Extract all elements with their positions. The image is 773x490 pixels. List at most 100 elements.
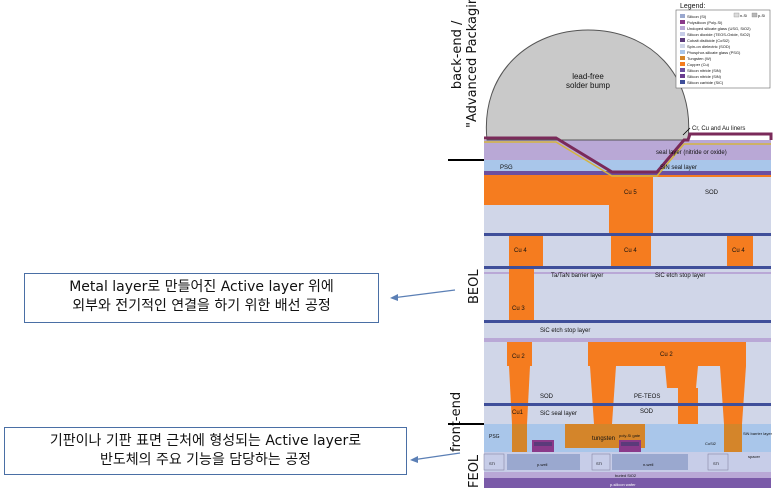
- sti-label-mid: STI: [596, 461, 602, 466]
- legend-swatch: [680, 20, 685, 24]
- cu3-label: Cu 3: [512, 306, 525, 312]
- contact-left: [512, 424, 527, 452]
- solder-bump-label-2: solder bump: [566, 81, 611, 90]
- legend-swatch: [680, 74, 685, 78]
- cu4-left-label: Cu 4: [514, 248, 527, 254]
- legend-label: Cobalt disilicide (CoSi2): [687, 38, 730, 43]
- psg-label: PSG: [500, 165, 513, 171]
- contact-right: [724, 424, 742, 452]
- pwell-region: [507, 454, 580, 470]
- spacer-label: spacer: [748, 454, 761, 459]
- cu2-left: [507, 342, 532, 366]
- cu3-sod: [534, 290, 771, 320]
- legend-swatch: [680, 56, 685, 60]
- cu2-left-label: Cu 2: [512, 354, 525, 360]
- beol-arrow-head: [390, 294, 398, 301]
- legend-label: Undoped silicate glass (USG, SiO2): [687, 26, 751, 31]
- cosi-label: CoSi2: [705, 441, 717, 446]
- legend-swatch: [680, 14, 685, 18]
- feol-arrow: [411, 452, 461, 461]
- beol-arrow: [391, 289, 456, 299]
- buried-label: buried SiO2: [615, 473, 637, 478]
- sic-line-1: [484, 233, 771, 236]
- cu2-right-via-b: [720, 366, 746, 424]
- pwell-label: p-well: [537, 462, 548, 467]
- psg-layer: [484, 160, 771, 172]
- beol-callout-line1: Metal layer로 만들어진 Active layer 위에: [69, 279, 334, 295]
- legend-swatch: [680, 44, 685, 48]
- legend-swatch: [680, 68, 685, 72]
- bump-liner-inner: [484, 141, 771, 177]
- tungsten-label: tungsten: [592, 436, 615, 442]
- sti-right: [707, 453, 729, 471]
- wafer: [484, 478, 771, 488]
- legend-nsi-swatch: [733, 12, 740, 18]
- liners-label: Cr, Cu and Au liners: [692, 126, 745, 132]
- legend-swatch: [680, 80, 685, 84]
- cu4-right-label: Cu 4: [732, 248, 745, 254]
- cu5-lower-left: [484, 205, 609, 233]
- legend-label: Tungsten (W): [687, 56, 712, 61]
- legend-swatch: [680, 62, 685, 66]
- legend-swatch: [680, 26, 685, 30]
- legend-title: Legend:: [680, 3, 705, 10]
- legend-label: Copper (Cu): [687, 62, 710, 67]
- solder-bump-label-1: lead-free: [572, 72, 604, 81]
- feol-callout: 기판이나 기판 표면 근처에 형성되는 Active layer로 반도체의 주…: [4, 427, 407, 475]
- legend-label: Silicon nitride (SiN): [687, 74, 722, 79]
- seal-layer-label: seal layer (nitride or oxide): [656, 150, 727, 156]
- psg-small-label: PSG: [489, 434, 500, 440]
- solder-bump: [485, 29, 690, 141]
- feol-callout-line2: 반도체의 주요 기능을 담당하는 공정: [100, 452, 311, 468]
- cu3-stem: [509, 269, 534, 320]
- cu4-right: [727, 236, 753, 266]
- sic-seal-label: SiC seal layer: [540, 411, 577, 417]
- sic-etch-label-1: SiC etch stop layer: [655, 273, 705, 279]
- substrate-label: p-silicon wafer: [610, 482, 636, 487]
- cu1-label: Cu1: [512, 410, 524, 416]
- sti-label-right: STI: [713, 461, 719, 466]
- cu2-right-label: Cu 2: [660, 352, 673, 358]
- tatan-label: Ta/TaN barrier layer: [551, 273, 603, 279]
- beol-callout-line2: 외부와 전기적인 연결을 하기 위한 배선 공정: [72, 298, 331, 314]
- cu4-mid-label: Cu 4: [624, 248, 637, 254]
- cu5-label: Cu 5: [624, 190, 637, 196]
- legend-swatch: [680, 50, 685, 54]
- feol-callout-line1: 기판이나 기판 표면 근처에 형성되는 Active layer로: [49, 433, 362, 449]
- cu5-stem: [609, 205, 653, 233]
- cu5-via: [609, 177, 653, 205]
- sic-line-4: [484, 320, 771, 323]
- legend: Legend: Silicon (Si)Polysilicon (Poly-Si…: [675, 3, 771, 89]
- legend-psi-swatch: [751, 12, 758, 18]
- sin-barrier-label: SiN barrier layer: [743, 431, 773, 436]
- cu2-right-via-a: [665, 366, 698, 388]
- sti-label-left: STI: [489, 461, 495, 466]
- sod-label-1: SOD: [705, 190, 719, 196]
- legend-label: Silicon dioxide (TEOS-Oxide, SiO2): [687, 32, 751, 37]
- legend-label: Spin-on dielectric (SOD): [687, 44, 731, 49]
- legend-nsi-label: n-Si: [740, 13, 747, 18]
- cu2-mid-via: [590, 366, 616, 424]
- buried-oxide: [484, 472, 771, 478]
- legend-label: Silicon (Si): [687, 14, 707, 19]
- poly-gate-label: poly-Si gate: [619, 433, 641, 438]
- legend-label: Silicon nitride (SiN): [687, 68, 722, 73]
- cu2-right: [588, 342, 746, 366]
- cu4-middle: [611, 236, 651, 266]
- sic-line-5: [484, 338, 771, 342]
- sin-seal-label: SiN seal layer: [660, 165, 697, 171]
- legend-psi-label: p-Si: [758, 13, 765, 18]
- pe-teos-label: PE-TEOS: [634, 394, 660, 400]
- sic-etch-label-2: SiC etch stop layer: [540, 328, 590, 334]
- legend-swatch: [680, 38, 685, 42]
- sti-left: [483, 453, 505, 471]
- legend-label: Phosphor-silicate glass (PSG): [687, 50, 741, 55]
- sti-middle: [591, 453, 611, 471]
- legend-box: [675, 9, 771, 89]
- bump-liner: [484, 132, 773, 174]
- feol-arrow-head: [410, 456, 418, 463]
- nwell-label: n-well: [643, 462, 654, 467]
- cu4-left: [509, 236, 543, 266]
- gate-cap-left: [534, 442, 552, 446]
- cu5-lower-sod: [653, 205, 771, 233]
